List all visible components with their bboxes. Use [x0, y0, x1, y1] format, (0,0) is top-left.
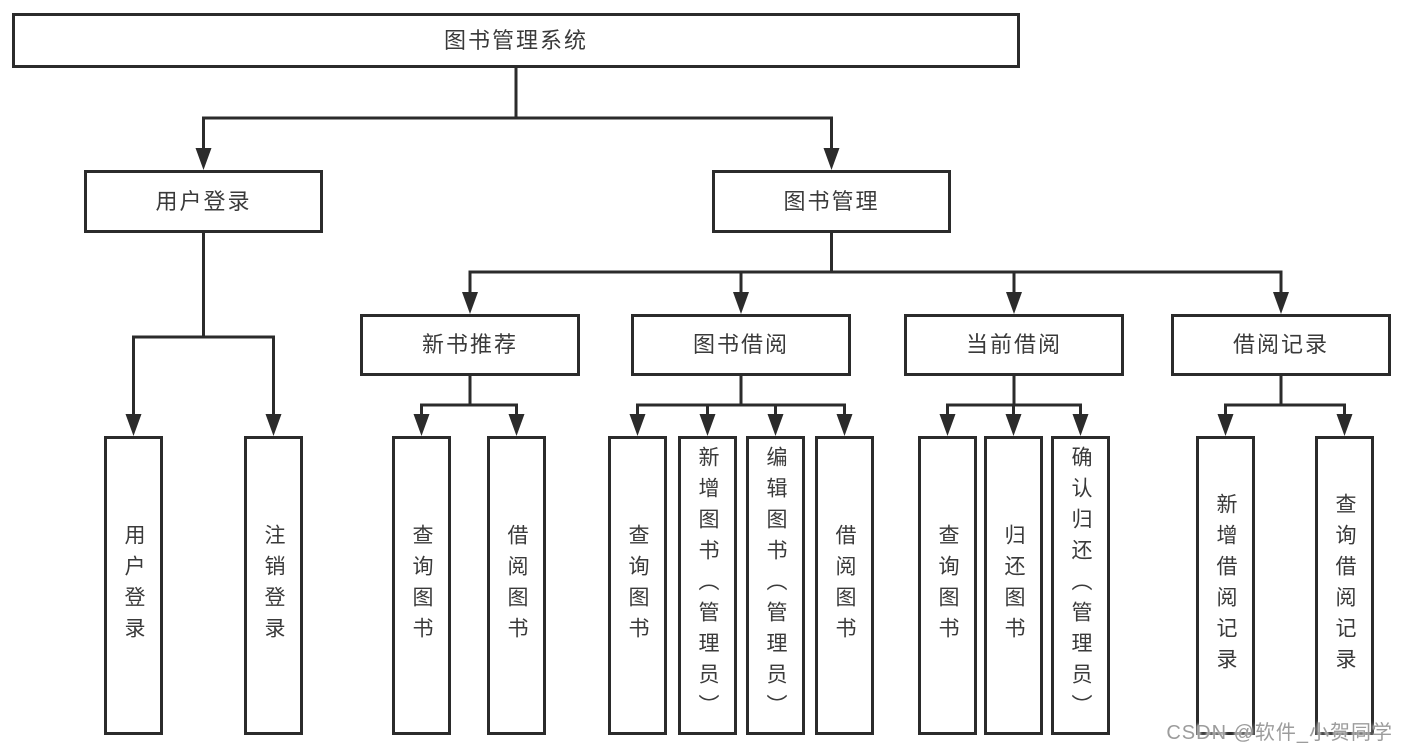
leaf-confirm-return-admin: 确认归还（管理员）	[1051, 436, 1110, 735]
leaf-query-books-borrow: 查询图书	[608, 436, 667, 735]
leaf-query-borrow-record: 查询借阅记录	[1315, 436, 1374, 735]
leaf-return-books: 归还图书	[984, 436, 1043, 735]
leaf-add-books-admin: 新增图书（管理员）	[678, 436, 737, 735]
node-new-book-recommend: 新书推荐	[360, 314, 580, 376]
node-book-management: 图书管理	[712, 170, 951, 233]
leaf-logout-login: 注销登录	[244, 436, 303, 735]
leaf-query-books-recommend: 查询图书	[392, 436, 451, 735]
node-borrow-records: 借阅记录	[1171, 314, 1391, 376]
leaf-query-books-current: 查询图书	[918, 436, 977, 735]
node-current-borrow: 当前借阅	[904, 314, 1124, 376]
csdn-watermark: CSDN @软件_小贺同学	[1166, 722, 1393, 744]
leaf-edit-books-admin: 编辑图书（管理员）	[746, 436, 805, 735]
leaf-add-borrow-record: 新增借阅记录	[1196, 436, 1255, 735]
node-book-borrow: 图书借阅	[631, 314, 851, 376]
node-library-system: 图书管理系统	[12, 13, 1020, 68]
node-user-login: 用户登录	[84, 170, 323, 233]
leaf-borrow-books-borrow: 借阅图书	[815, 436, 874, 735]
leaf-borrow-books-recommend: 借阅图书	[487, 436, 546, 735]
leaf-user-login: 用户登录	[104, 436, 163, 735]
